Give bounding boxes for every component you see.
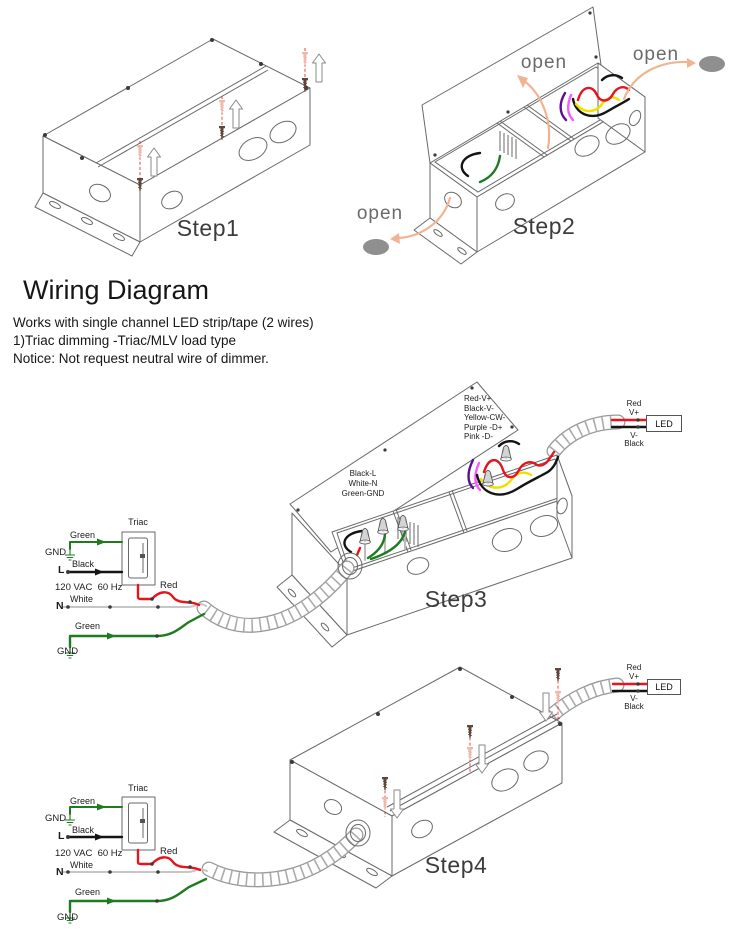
knockout-holes bbox=[406, 497, 568, 575]
up-arrow-icon bbox=[312, 53, 326, 83]
compartment-dividers bbox=[496, 104, 575, 159]
led-vplus-label: V+ bbox=[628, 408, 639, 417]
led-wire-black-label: Black bbox=[624, 702, 644, 711]
lid-label-black: Black-V- bbox=[464, 403, 494, 413]
open-annotation: open bbox=[520, 52, 568, 73]
input-wires bbox=[460, 151, 502, 184]
step2-illustration bbox=[363, 6, 725, 265]
led-device: LED bbox=[647, 679, 681, 695]
lid-label-live: Black-L bbox=[349, 469, 377, 478]
knockout-holes bbox=[444, 109, 642, 211]
lid-label-purple: Purple -D+ bbox=[464, 422, 503, 432]
black-wire-label: Black bbox=[72, 559, 95, 569]
ground-symbol bbox=[64, 813, 76, 826]
intro-line-1: Works with single channel LED strip/tape… bbox=[13, 315, 314, 330]
step1-illustration bbox=[34, 38, 326, 257]
screw-removal bbox=[136, 48, 326, 193]
lid-label-yellow: Yellow-CW- bbox=[464, 413, 506, 422]
mounting-flange bbox=[413, 217, 478, 265]
knockout-holes bbox=[323, 750, 549, 839]
green-wire-label: Green bbox=[70, 796, 96, 806]
green-wire-label: Green bbox=[75, 887, 101, 897]
input-conduit bbox=[196, 552, 363, 633]
mounting-flange bbox=[34, 192, 141, 257]
triac-label: Triac bbox=[128, 783, 148, 793]
knockout-holes bbox=[89, 120, 297, 210]
lid-label-pink: Pink -D- bbox=[464, 432, 493, 441]
intro-text: Works with single channel LED strip/tape… bbox=[13, 314, 314, 368]
led-vminus-label: V- bbox=[630, 694, 638, 703]
driver-box-closed bbox=[273, 666, 563, 889]
driver-box-open bbox=[276, 381, 573, 648]
supply-wiring bbox=[62, 538, 207, 659]
white-wire-label: White bbox=[70, 860, 94, 870]
step2-label: Step2 bbox=[512, 213, 576, 239]
lid-input-labels: Black-L White-N Green-GND bbox=[335, 469, 391, 499]
supply-rating-label: 120 VAC 60 Hz bbox=[55, 848, 123, 859]
screw-installation bbox=[381, 667, 562, 819]
open-arrows-and-plugs bbox=[363, 56, 725, 255]
conduit-connector bbox=[337, 552, 363, 580]
step1-label: Step1 bbox=[176, 215, 240, 241]
gnd-label: GND bbox=[45, 813, 67, 824]
lid-label-red: Red-V+ bbox=[464, 394, 492, 403]
knockout-plug bbox=[699, 56, 725, 72]
dimmer-switch bbox=[121, 531, 156, 586]
red-wire-label: Red bbox=[160, 580, 178, 591]
led-wire-red-label: Red bbox=[626, 663, 642, 672]
neutral-terminal-label: N bbox=[56, 600, 64, 612]
lid-label-ground: Green-GND bbox=[341, 489, 385, 498]
triac-label: Triac bbox=[128, 517, 148, 527]
intro-line-2: 1)Triac dimming -Triac/MLV load type bbox=[13, 333, 237, 348]
conduit-connector bbox=[345, 819, 371, 847]
step3-illustration bbox=[62, 381, 649, 659]
red-wire-label: Red bbox=[160, 846, 178, 857]
step4-illustration bbox=[62, 666, 650, 924]
page-title: Wiring Diagram bbox=[23, 275, 210, 305]
green-wire-label: Green bbox=[70, 530, 96, 540]
knockout-plug bbox=[363, 239, 389, 255]
supply-wiring bbox=[62, 803, 208, 924]
gnd-label: GND bbox=[57, 646, 79, 657]
supply-rating-label: 120 VAC 60 Hz bbox=[55, 582, 123, 593]
input-compartment-wiring bbox=[343, 515, 409, 561]
gnd-label: GND bbox=[45, 547, 67, 558]
intro-line-3: Notice: Not request neutral wire of dimm… bbox=[13, 351, 269, 366]
white-wire-label: White bbox=[70, 594, 94, 604]
input-conduit bbox=[201, 819, 371, 888]
dimmer-switch bbox=[121, 796, 156, 851]
output-conduit bbox=[546, 414, 626, 459]
step4-label: Step4 bbox=[424, 852, 488, 878]
gnd-label: GND bbox=[57, 912, 79, 923]
wire-nut bbox=[500, 445, 512, 462]
line-terminal-label: L bbox=[58, 830, 65, 842]
lid-label-neutral: White-N bbox=[348, 479, 378, 488]
step3-label: Step3 bbox=[424, 586, 488, 612]
open-annotation: open bbox=[356, 203, 404, 224]
led-device: LED bbox=[646, 415, 682, 432]
led-vplus-label: V+ bbox=[628, 672, 639, 681]
output-wires bbox=[559, 74, 631, 122]
screw-icon bbox=[301, 51, 309, 66]
lid-output-labels: Red-V+ Black-V- Yellow-CW- Purple -D+ Pi… bbox=[464, 394, 505, 442]
neutral-terminal-label: N bbox=[56, 866, 64, 878]
driver-box-closed bbox=[34, 38, 311, 257]
output-compartment-wiring bbox=[467, 440, 560, 496]
open-annotation: open bbox=[632, 44, 680, 65]
line-terminal-label: L bbox=[58, 564, 65, 576]
led-wire-black-label: Black bbox=[624, 439, 644, 448]
driver-box-open bbox=[363, 6, 725, 265]
led-wire-red-label: Red bbox=[626, 399, 642, 408]
black-wire-label: Black bbox=[72, 825, 95, 835]
output-conduit bbox=[544, 677, 625, 723]
led-vminus-label: V- bbox=[630, 431, 638, 440]
screw-icon bbox=[554, 667, 562, 682]
green-wire-label: Green bbox=[75, 621, 101, 631]
